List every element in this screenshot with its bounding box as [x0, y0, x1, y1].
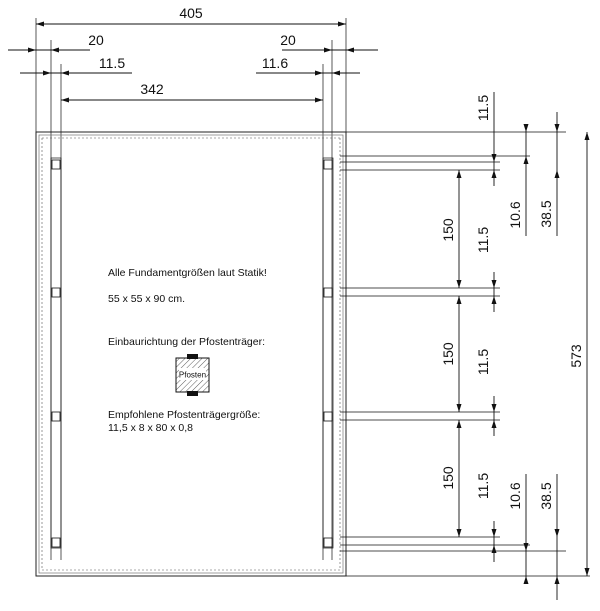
- dim-right-inner: 11.6: [262, 55, 288, 71]
- footing-left-4: [51, 537, 61, 548]
- dim-total-height: 573: [568, 344, 584, 368]
- footing-left-2: [51, 287, 61, 298]
- dim-bottom-small: 10.6: [507, 482, 523, 509]
- dim-bottom-large: 38.5: [538, 482, 554, 509]
- note-recommended-size: 11,5 x 8 x 80 x 0,8: [108, 422, 193, 434]
- dim-inner-1: 11.5: [475, 227, 491, 253]
- footing-right-4: [323, 537, 333, 548]
- dim-top-small: 10.6: [507, 201, 523, 228]
- dim-post-spacing-1: 150: [440, 218, 456, 242]
- dim-post-spacing-2: 150: [440, 342, 456, 366]
- footing-right-1: [323, 159, 333, 170]
- footing-left-3: [51, 411, 61, 422]
- footing-right-3: [323, 411, 333, 422]
- right-dimensions: 150 150 150 11.5 11.5 11.5 11.5 10.6: [340, 92, 590, 600]
- note-foundation-size: 55 x 55 x 90 cm.: [108, 293, 185, 305]
- dim-edge-top: 11.5: [475, 95, 491, 121]
- dim-post-span: 342: [140, 81, 164, 97]
- top-dimensions: 405 20 20 11.5 11.6 342: [8, 5, 378, 560]
- footing-right-2: [323, 287, 333, 298]
- note-recommended: Empfohlene Pfostenträgergröße:: [108, 409, 260, 421]
- notes: Alle Fundamentgrößen laut Statik! 55 x 5…: [108, 267, 267, 434]
- footing-left-1: [51, 159, 61, 170]
- note-install-direction: Einbaurichtung der Pfostenträger:: [108, 336, 265, 348]
- dim-post-spacing-3: 150: [440, 466, 456, 490]
- post-symbol-label: Pfosten: [179, 371, 206, 380]
- post-footings: [50, 157, 334, 549]
- post-symbol: Pfosten: [175, 354, 210, 396]
- dim-right-outer: 20: [280, 32, 296, 48]
- dim-inner-2: 11.5: [475, 349, 491, 375]
- plan-frame: [35, 131, 347, 577]
- dim-left-inner: 11.5: [99, 55, 125, 71]
- dim-top-large: 38.5: [538, 200, 554, 227]
- dim-edge-bottom: 11.5: [475, 473, 491, 499]
- note-foundation: Alle Fundamentgrößen laut Statik!: [108, 267, 267, 279]
- dim-total-width: 405: [179, 5, 203, 21]
- dim-left-outer: 20: [88, 32, 104, 48]
